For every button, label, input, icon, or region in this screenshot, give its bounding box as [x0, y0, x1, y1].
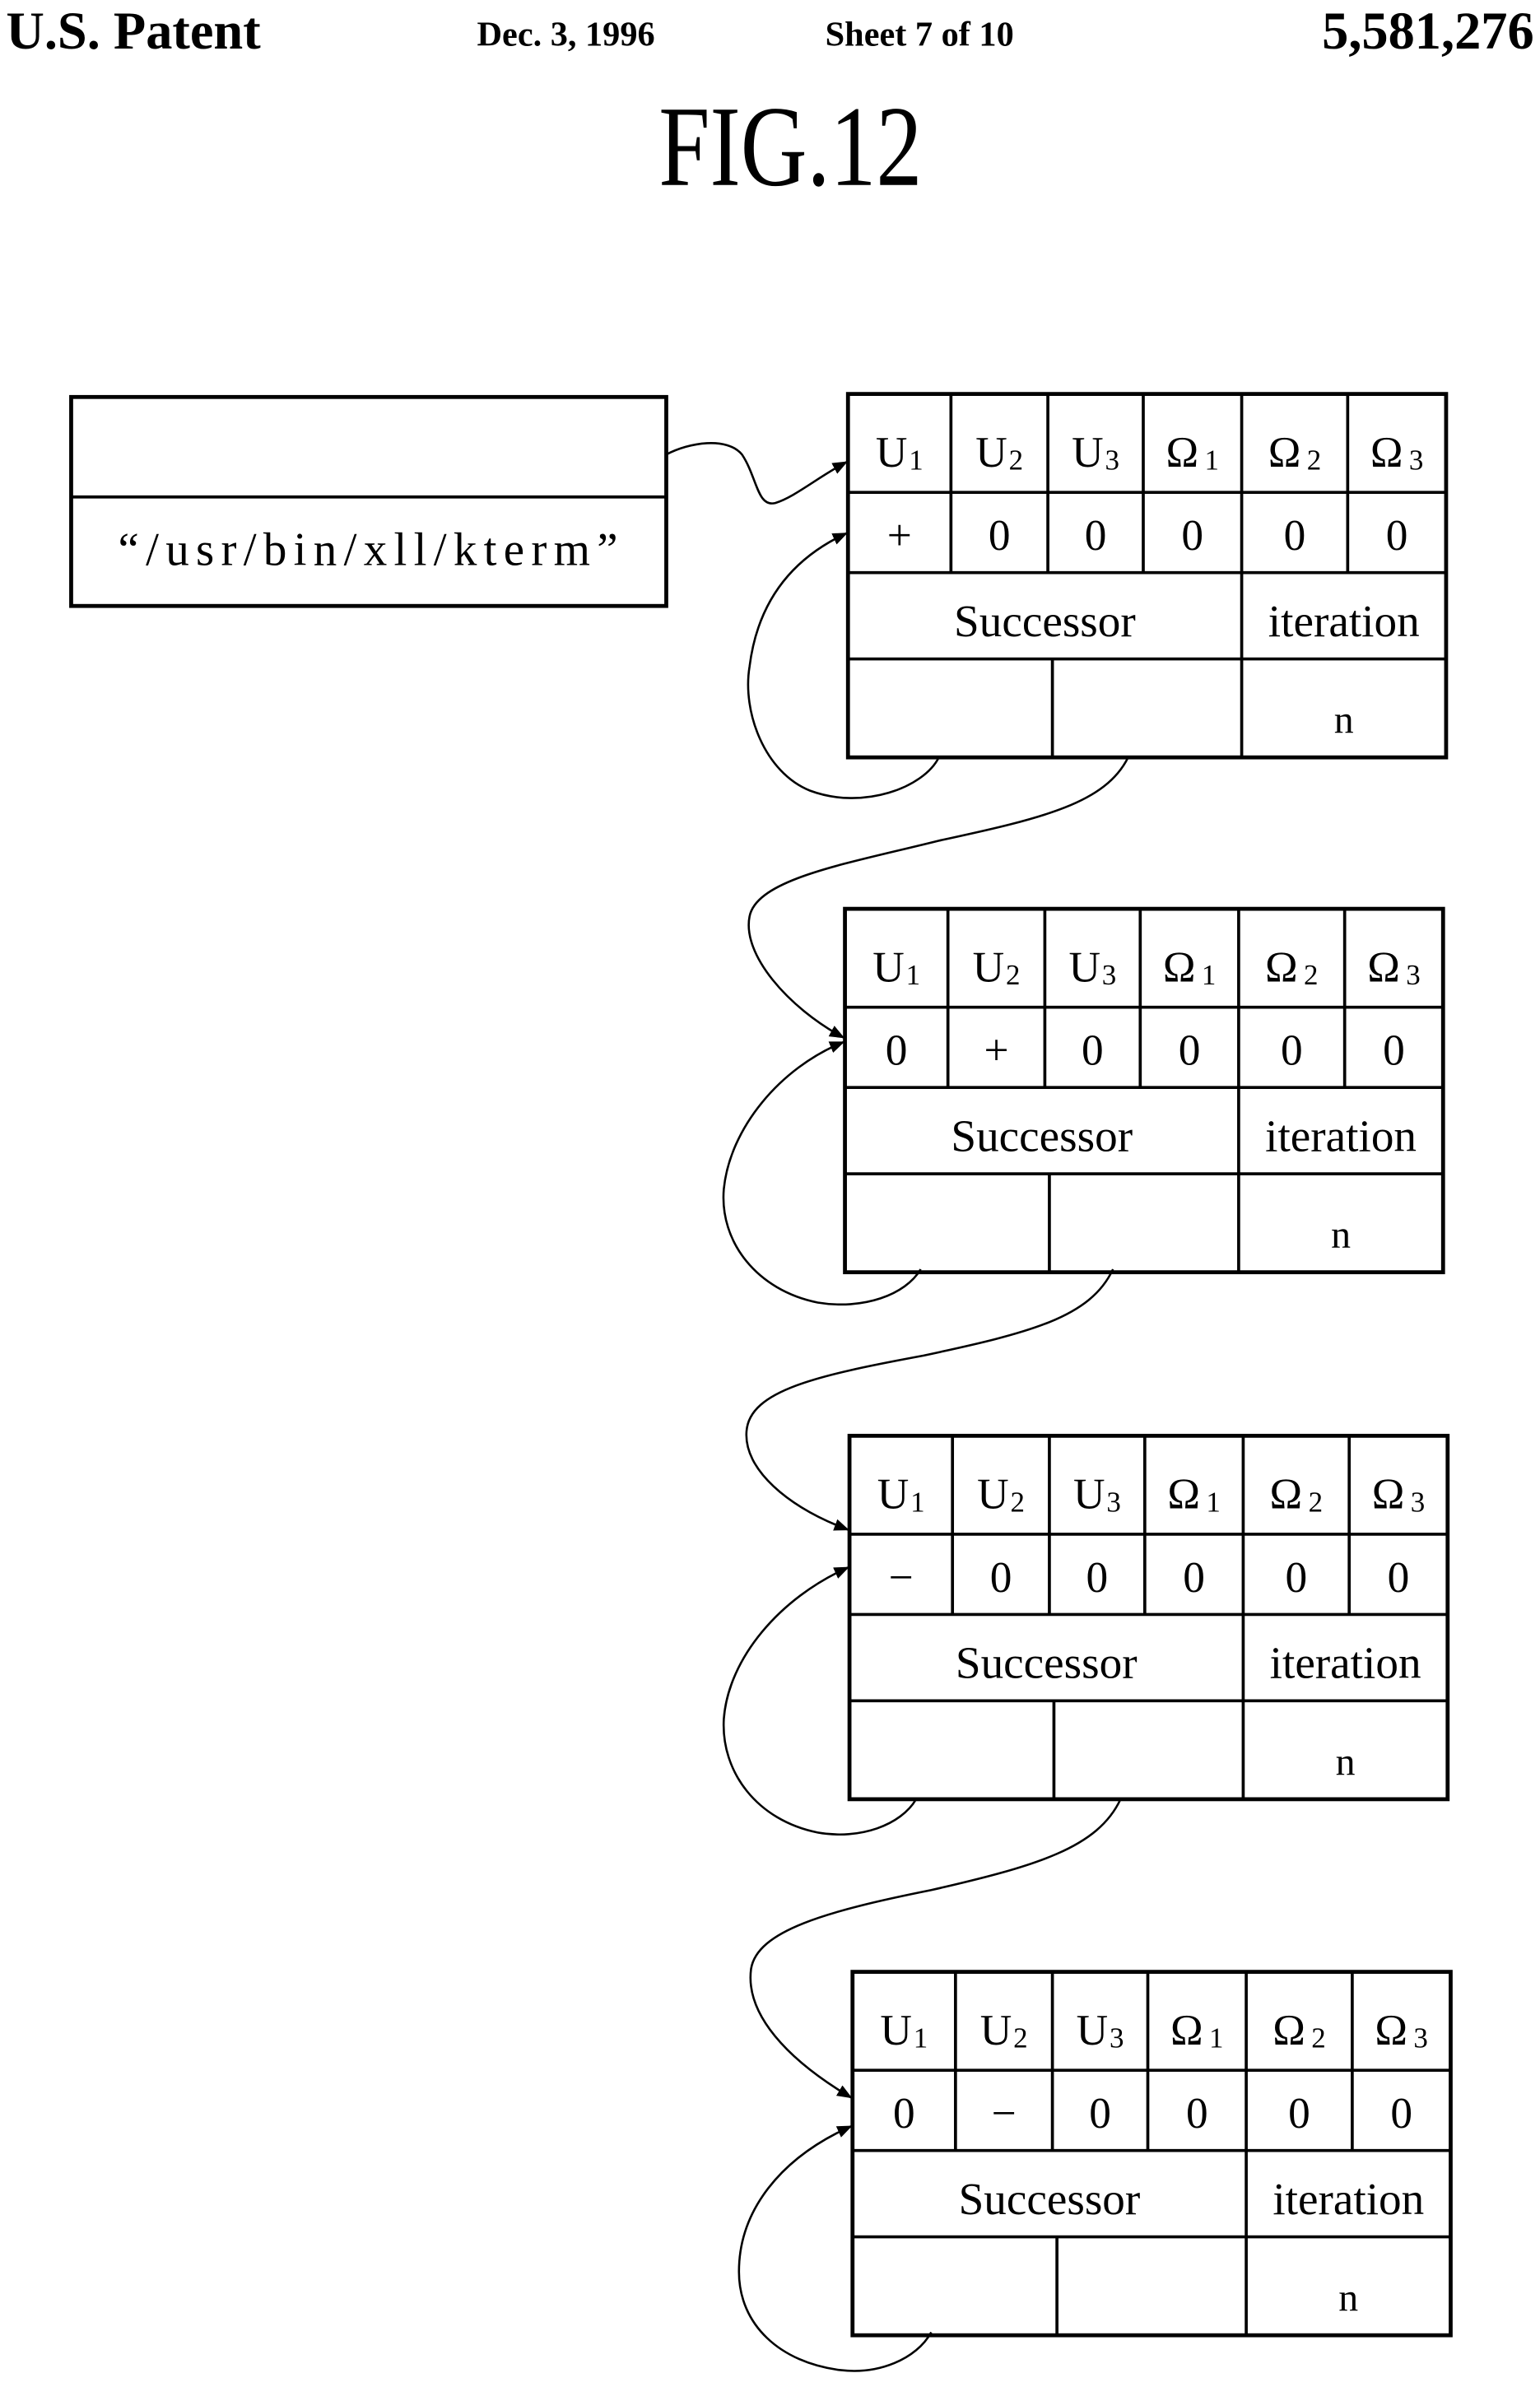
column-symbol: Ω: [1367, 942, 1400, 991]
field-value: 0: [1085, 510, 1107, 560]
column-symbol: U: [977, 1469, 1009, 1519]
column-index: 2: [1311, 2022, 1325, 2054]
field-value: 0: [1086, 1552, 1109, 1602]
column-index: 1: [909, 444, 923, 477]
column-index: 2: [1006, 959, 1020, 991]
column-symbol: Ω: [1372, 1469, 1405, 1519]
iteration-count: n: [1338, 2277, 1358, 2320]
column-symbol: Ω: [1270, 1469, 1303, 1519]
column-index: 1: [1206, 1486, 1220, 1518]
field-value: 0: [1285, 1552, 1307, 1602]
column-symbol: Ω: [1375, 2005, 1407, 2054]
column-index: 2: [1309, 1486, 1323, 1518]
column-symbol: Ω: [1166, 427, 1199, 477]
successor-link-cell: [1049, 1174, 1239, 1273]
iteration-label: iteration: [1272, 2174, 1424, 2224]
column-symbol: U: [880, 2005, 912, 2054]
successor-label: Successor: [959, 2174, 1141, 2224]
sheet-number: Sheet 7 of 10: [826, 15, 1014, 54]
field-value: 0: [1089, 2088, 1111, 2138]
column-index: 2: [1011, 1486, 1025, 1518]
successor-link-cell: [1053, 659, 1242, 758]
column-index: 1: [914, 2022, 928, 2054]
iteration-count: n: [1331, 1213, 1351, 1257]
successor-pointer-cell: [848, 659, 1052, 758]
successor-link-cell: [1054, 1701, 1243, 1799]
column-symbol: Ω: [1167, 1469, 1200, 1519]
column-symbol: U: [1073, 1469, 1105, 1519]
patent-label: U.S. Patent: [6, 2, 261, 60]
field-value: −: [889, 1552, 914, 1602]
successor-label: Successor: [951, 1110, 1133, 1161]
field-value: 0: [989, 510, 1011, 560]
iteration-label: iteration: [1270, 1638, 1421, 1688]
field-value: 0: [1388, 1552, 1410, 1602]
field-value: 0: [1390, 2088, 1412, 2138]
column-index: 1: [910, 1486, 924, 1518]
column-index: 3: [1105, 444, 1119, 477]
column-symbol: U: [872, 942, 905, 991]
column-symbol: U: [973, 942, 1005, 991]
field-value: 0: [1281, 1026, 1303, 1075]
field-value: 0: [886, 1026, 908, 1075]
successor-pointer-cell: [853, 2237, 1057, 2336]
field-value: 0: [893, 2088, 915, 2138]
column-index: 2: [1009, 444, 1023, 477]
column-symbol: Ω: [1272, 2005, 1305, 2054]
field-value: 0: [1179, 1026, 1201, 1075]
iteration-label: iteration: [1265, 1110, 1417, 1161]
field-value: 0: [1288, 2088, 1310, 2138]
column-symbol: Ω: [1268, 427, 1301, 477]
successor-pointer-cell: [849, 1701, 1054, 1799]
column-index: 2: [1013, 2022, 1027, 2054]
column-index: 3: [1411, 1486, 1425, 1518]
iteration-count: n: [1334, 699, 1354, 742]
successor-label: Successor: [956, 1638, 1138, 1688]
field-value: 0: [1186, 2088, 1208, 2138]
patent-date: Dec. 3, 1996: [477, 15, 655, 54]
column-symbol: Ω: [1170, 2005, 1203, 2054]
patent-number: 5,581,276: [1322, 2, 1534, 60]
column-symbol: Ω: [1265, 942, 1298, 991]
file-box-pointer-cell: [71, 397, 666, 496]
field-value: −: [992, 2088, 1017, 2138]
field-value: +: [887, 510, 912, 560]
column-symbol: U: [1072, 427, 1104, 477]
column-symbol: Ω: [1370, 427, 1403, 477]
field-value: 0: [1386, 510, 1408, 560]
column-index: 3: [1413, 2022, 1427, 2054]
successor-link-cell: [1057, 2237, 1246, 2336]
column-symbol: U: [876, 427, 908, 477]
column-index: 1: [1205, 444, 1219, 477]
field-value: 0: [1082, 1026, 1104, 1075]
figure-label: FIG.12: [658, 83, 922, 211]
column-index: 3: [1102, 959, 1116, 991]
column-index: 1: [906, 959, 920, 991]
column-symbol: U: [1068, 942, 1100, 991]
field-value: +: [984, 1026, 1008, 1075]
iteration-count: n: [1336, 1740, 1356, 1784]
field-value: 0: [990, 1552, 1012, 1602]
column-symbol: U: [975, 427, 1007, 477]
column-symbol: U: [1077, 2005, 1109, 2054]
column-symbol: U: [877, 1469, 910, 1519]
field-value: 0: [1383, 1026, 1405, 1075]
column-index: 2: [1307, 444, 1321, 477]
column-symbol: U: [980, 2005, 1012, 2054]
column-index: 3: [1406, 959, 1420, 991]
successor-pointer-cell: [845, 1174, 1049, 1273]
field-value: 0: [1284, 510, 1306, 560]
column-index: 3: [1110, 2022, 1124, 2054]
column-index: 1: [1202, 959, 1216, 991]
successor-label: Successor: [954, 596, 1136, 646]
column-index: 3: [1409, 444, 1423, 477]
column-index: 2: [1304, 959, 1318, 991]
field-value: 0: [1183, 1552, 1205, 1602]
column-index: 3: [1106, 1486, 1120, 1518]
column-index: 1: [1209, 2022, 1223, 2054]
column-symbol: Ω: [1163, 942, 1196, 991]
iteration-label: iteration: [1268, 596, 1420, 646]
field-value: 0: [1181, 510, 1203, 560]
